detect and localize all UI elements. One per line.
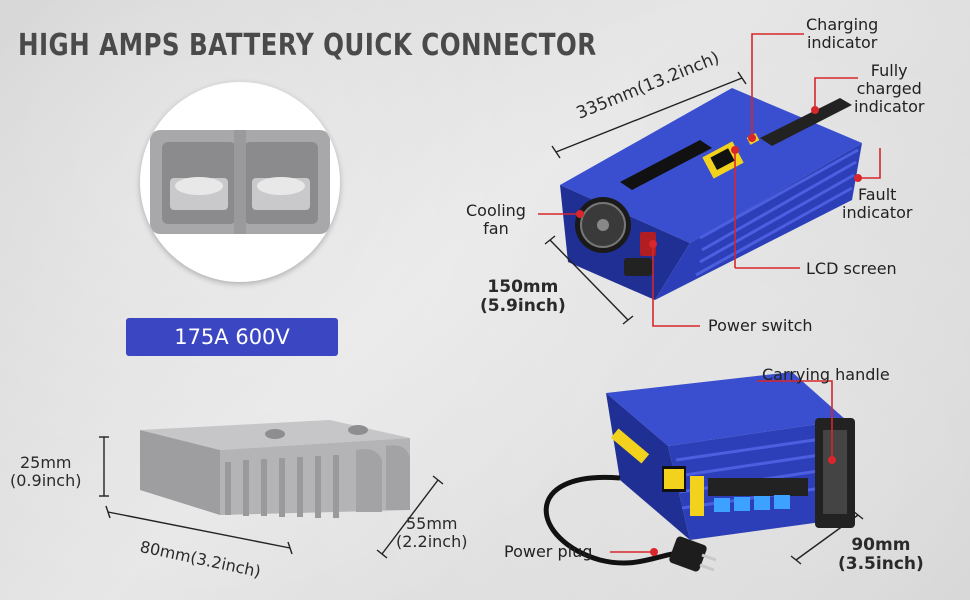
callout-fault-line1: Fault — [858, 185, 897, 204]
connector-depth-mm: 55mm — [405, 514, 458, 533]
charger-top-dimension-lines — [544, 71, 747, 325]
charger-depth-in: (3.5inch) — [838, 554, 924, 575]
callout-leaders — [538, 33, 881, 553]
connector-height-mm: 25mm — [19, 453, 72, 472]
charger-height-mm: 150mm — [487, 277, 559, 297]
headline: HIGH AMPS BATTERY QUICK CONNECTOR — [18, 28, 597, 63]
charger-height-in: (5.9inch) — [480, 296, 566, 317]
rating-badge: 175A 600V — [126, 318, 338, 356]
charger-depth-label: 90mm (3.5inch) — [838, 535, 924, 575]
callout-fan-line2: fan — [483, 218, 509, 238]
charger-height-label: 150mm (5.9inch) — [480, 277, 566, 317]
connector-height-in: (0.9inch) — [10, 470, 82, 490]
callout-carrying-handle: Carrying handle — [762, 365, 890, 384]
callout-full-line3: indicator — [854, 96, 925, 116]
connector-height-label: 25mm (0.9inch) — [10, 454, 81, 490]
charger-bottom-dimension-line — [790, 510, 864, 565]
callout-lcd-screen: LCD screen — [806, 259, 897, 278]
callout-charging-indicator: Charging indicator — [806, 16, 878, 52]
callout-power-plug: Power plug — [504, 542, 593, 561]
connector-depth-label: 55mm (2.2inch) — [396, 515, 467, 551]
callout-cooling-fan: Cooling fan — [466, 202, 526, 238]
callout-charging-line2: indicator — [806, 32, 878, 52]
callout-fully-charged-indicator: Fully charged indicator — [854, 62, 924, 116]
callout-fan-line1: Cooling — [466, 201, 526, 220]
callout-power-switch: Power switch — [708, 316, 813, 335]
callout-fault-line2: indicator — [842, 202, 913, 222]
callout-full-line1: Fully — [870, 61, 908, 80]
callout-fault-indicator: Fault indicator — [842, 186, 912, 222]
callout-dots — [576, 106, 862, 556]
charger-top-illustration — [560, 88, 862, 300]
callout-charging-line1: Charging — [806, 15, 879, 34]
callout-full-line2: charged — [856, 78, 922, 98]
connector-depth-in: (2.2inch) — [396, 531, 468, 551]
charger-depth-mm: 90mm — [851, 535, 911, 555]
charger-bottom-illustration — [543, 372, 855, 572]
connector-dimension-lines — [99, 436, 444, 559]
connector-illustration — [140, 420, 410, 518]
connector-closeup — [140, 82, 340, 282]
